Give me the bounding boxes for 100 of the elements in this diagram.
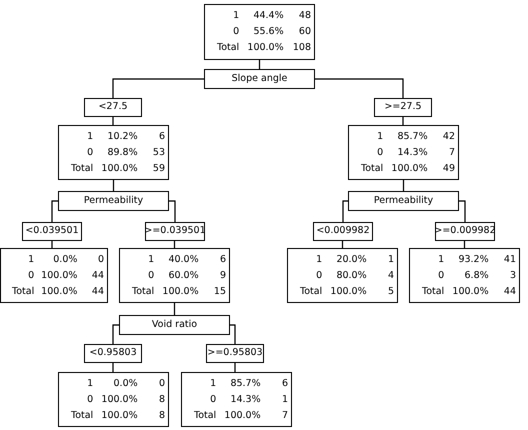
table-cell-text: 6: [218, 254, 226, 266]
table-cell-text: 80.0%: [335, 270, 367, 282]
table-cell-text: Total: [131, 286, 154, 298]
split-box: [145, 222, 205, 241]
connector-line: [51, 200, 58, 222]
table-cell-text: 55.6%: [252, 26, 284, 38]
split-box: [84, 344, 142, 363]
table-cell-text: Total: [299, 286, 322, 298]
table-cell-text: 20.0%: [335, 254, 367, 266]
table-cell-text: 93.2%: [457, 254, 489, 266]
split-box: [119, 315, 230, 335]
table-cell-text: 89.8%: [106, 146, 138, 158]
table-cell-text: 59: [152, 162, 165, 174]
table-cell-text: 0: [86, 394, 94, 406]
table-cell-text: 1: [209, 378, 216, 390]
table-cell-text: 49: [442, 162, 455, 174]
split-label: <27.5: [98, 100, 128, 114]
table-cell-text: 9: [218, 270, 226, 282]
table-cell-text: 44: [90, 286, 104, 298]
table-cell-text: 0.0%: [52, 254, 78, 266]
table-cell-text: 6.8%: [464, 270, 489, 282]
table-cell-text: 42: [442, 130, 455, 142]
table-cell-text: 100.0%: [390, 162, 428, 174]
table-cell-text: 108: [292, 42, 311, 54]
table-cell-text: 44: [502, 286, 516, 298]
table-cell-text: 10.2%: [106, 130, 138, 142]
table-cell-text: 1: [147, 254, 154, 266]
table-cell-text: 41: [502, 254, 516, 266]
stats-table: [58, 372, 169, 427]
table-cell-text: 7: [448, 146, 455, 158]
split-label: Permeability: [374, 194, 434, 208]
connector-line: [315, 78, 404, 98]
table-cell-text: 0.0%: [112, 378, 138, 390]
stats-table: [0, 248, 108, 303]
split-box: [348, 191, 459, 211]
split-label: <0.039501: [25, 224, 79, 238]
table-cell-text: 60: [298, 26, 311, 38]
split-label: <0.009982: [316, 224, 370, 238]
table-cell-text: Total: [360, 162, 384, 174]
table-cell-text: 14.3%: [396, 146, 428, 158]
connector-line: [342, 200, 348, 222]
split-box: [84, 98, 142, 117]
table-cell-text: 6: [280, 378, 288, 390]
table-cell-text: 14.3%: [229, 394, 261, 406]
table-cell-text: Total: [70, 410, 94, 422]
connector-line: [112, 180, 114, 191]
stats-table: [348, 125, 459, 180]
connector-line: [112, 324, 119, 344]
table-cell-text: 100.0%: [161, 286, 199, 298]
table-cell-text: 0: [232, 26, 240, 38]
split-box: [22, 222, 82, 241]
table-cell-text: Total: [193, 410, 216, 422]
connector-line: [112, 78, 204, 98]
connector-line: [230, 324, 236, 344]
table-cell-text: 0: [315, 270, 322, 282]
table-cell-text: 1: [437, 254, 444, 266]
table-cell-text: 0: [147, 270, 154, 282]
table-cell-text: 0: [27, 270, 34, 282]
table-cell-text: 7: [280, 410, 288, 422]
split-box: [58, 191, 169, 211]
split-box: [204, 69, 315, 89]
table-cell-text: Total: [421, 286, 444, 298]
table-cell-text: 100.0%: [100, 410, 138, 422]
connector-line: [169, 200, 176, 222]
connector-line: [174, 303, 176, 315]
table-cell-text: Total: [70, 162, 94, 174]
table-cell-text: 15: [212, 286, 226, 298]
table-cell-text: 100.0%: [40, 270, 78, 282]
table-cell-text: 48: [298, 10, 311, 22]
split-label: >=27.5: [384, 100, 422, 114]
table-cell-text: 1: [232, 10, 240, 22]
table-cell-text: 8: [158, 410, 165, 422]
stats-table: [287, 248, 398, 303]
table-cell-text: 1: [86, 378, 94, 390]
table-cell-text: 1: [27, 254, 34, 266]
table-cell-text: 100.0%: [100, 162, 138, 174]
table-cell-text: 100.0%: [223, 410, 261, 422]
split-label: >=0.95803: [207, 346, 263, 360]
connector-line: [459, 200, 466, 222]
split-label: >=0.039501: [144, 224, 206, 238]
table-cell-text: 6: [158, 130, 165, 142]
table-cell-text: 100.0%: [451, 286, 489, 298]
table-cell-text: 0: [209, 394, 216, 406]
table-cell-text: Total: [216, 42, 240, 54]
table-cell-text: 85.7%: [396, 130, 428, 142]
stats-table: [181, 372, 292, 427]
split-label: Slope angle: [232, 72, 288, 86]
table-cell-text: 100.0%: [40, 286, 78, 298]
table-cell-text: 3: [508, 270, 516, 282]
table-cell-text: 1: [315, 254, 322, 266]
table-cell-text: 0: [437, 270, 444, 282]
table-cell-text: 40.0%: [167, 254, 199, 266]
table-cell-text: 0: [86, 146, 94, 158]
table-cell-text: 4: [386, 270, 394, 282]
table-cell-text: 100.0%: [329, 286, 367, 298]
table-cell-text: 1: [376, 130, 384, 142]
table-cell-text: Total: [11, 286, 34, 298]
split-box: [313, 222, 373, 241]
split-box: [374, 98, 432, 117]
table-cell-text: 1: [280, 394, 288, 406]
